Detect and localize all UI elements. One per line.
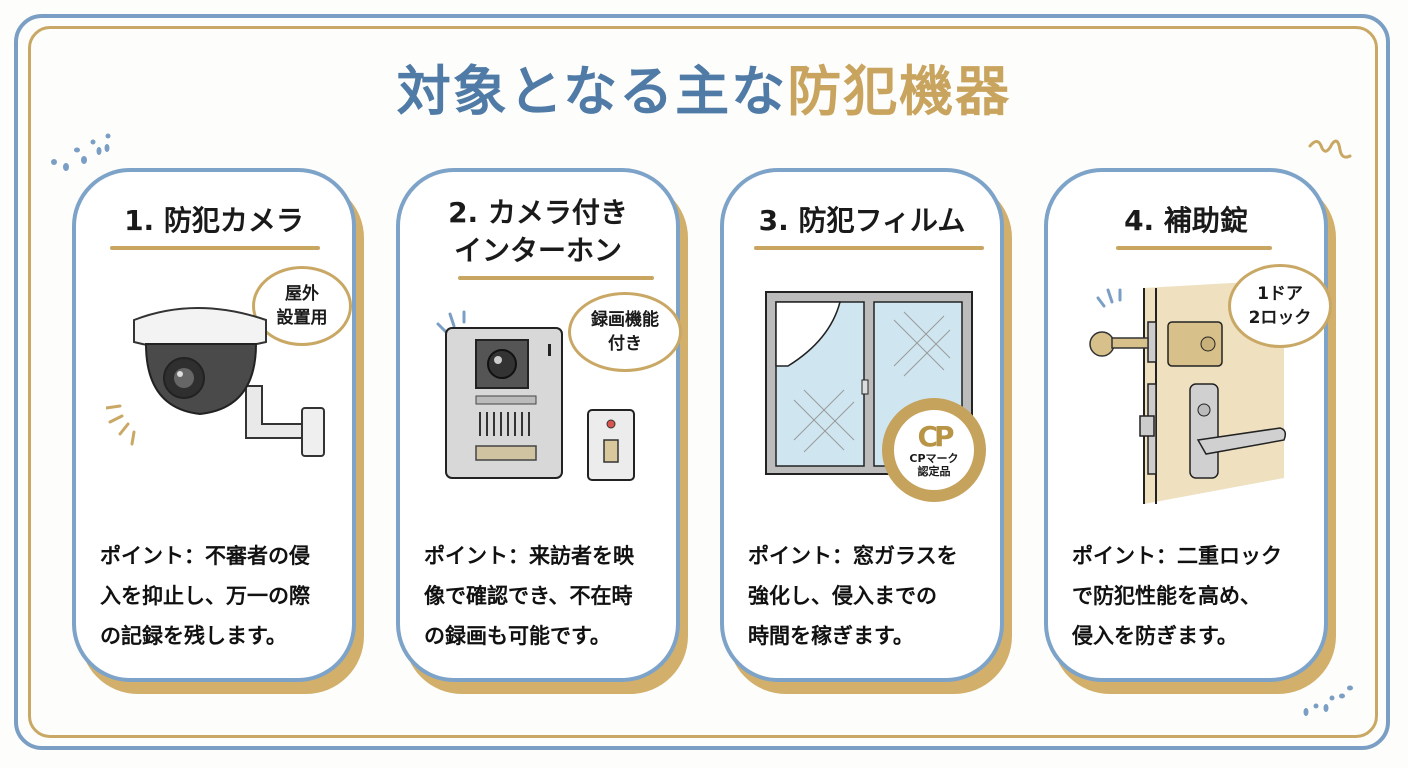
- point-line: で防犯性能を高め、: [1072, 584, 1261, 608]
- card-security-camera: 1. 防犯カメラ 屋外設置用 ポイント：不審者の侵 入を抑止し、万一の際 の記録…: [72, 168, 356, 682]
- title-underline: [110, 246, 320, 250]
- sparkle-decoration-icon: [51, 133, 111, 171]
- card-video-intercom: 2. カメラ付き インターホン 録画機能付き ポイント：来訪者を映 像で確認でき…: [396, 168, 682, 682]
- point-text: ポイント：来訪者を映 像で確認でき、不在時 の録画も可能です。: [424, 536, 664, 656]
- sparkle-decoration-icon: [1303, 685, 1353, 716]
- point-line: ポイント：二重ロック: [1072, 544, 1282, 568]
- point-line: 時間を稼ぎます。: [748, 624, 914, 648]
- title-part-blue: 対象となる主な: [396, 60, 788, 123]
- card-title: 3. 防犯フィルム: [758, 204, 966, 237]
- point-line: ポイント：不審者の侵: [100, 544, 310, 568]
- point-line: の記録を残します。: [100, 624, 287, 648]
- point-line: 強化し、侵入までの: [748, 584, 937, 608]
- point-line: ポイント：窓ガラスを: [748, 544, 958, 568]
- bubble-line: 1ドア: [1257, 284, 1303, 304]
- bubble-line: 屋外: [285, 284, 319, 304]
- point-line: ポイント：来訪者を映: [424, 544, 634, 568]
- point-line: 侵入を防ぎます。: [1072, 624, 1238, 648]
- point-text: ポイント：二重ロック で防犯性能を高め、 侵入を防ぎます。: [1072, 536, 1312, 656]
- card-title-line: 2. カメラ付き: [448, 196, 628, 229]
- point-text: ポイント：不審者の侵 入を抑止し、万一の際 の記録を残します。: [100, 536, 340, 656]
- card-title: 4. 補助錠: [1124, 204, 1248, 237]
- speech-bubble: 屋外設置用: [252, 266, 352, 346]
- page-title: 対象となる主な防犯機器: [0, 58, 1408, 126]
- title-underline: [754, 246, 984, 250]
- outer-frame: [14, 14, 1390, 750]
- bubble-line: 2ロック: [1248, 308, 1312, 328]
- speech-bubble: 1ドア 2ロック: [1228, 264, 1332, 348]
- card-title: 2. カメラ付き インターホン: [400, 194, 676, 270]
- badge-text: 認定品: [917, 465, 951, 478]
- bubble-line: 録画機能: [591, 310, 659, 330]
- point-text: ポイント：窓ガラスを 強化し、侵入までの 時間を稼ぎます。: [748, 536, 988, 656]
- card-title-line: インターホン: [453, 234, 622, 267]
- card-auxiliary-lock: 4. 補助錠 1ドア 2ロック ポイント：二重ロック で防犯性能を高め、 侵入を防…: [1044, 168, 1332, 682]
- point-line: の録画も可能です。: [424, 624, 611, 648]
- title-part-gold: 防犯機器: [787, 60, 1012, 123]
- point-line: 入を抑止し、万一の際: [100, 584, 310, 608]
- card-title: 1. 防犯カメラ: [124, 204, 304, 237]
- bubble-line: 設置用: [276, 308, 328, 328]
- cp-logo-icon: CP: [917, 420, 954, 453]
- title-underline: [1116, 246, 1272, 250]
- badge-text: CPマーク: [909, 452, 959, 465]
- squiggle-decoration-icon: [1308, 139, 1352, 159]
- bubble-line: 付き: [608, 334, 642, 354]
- card-security-film: 3. 防犯フィルム CP CPマーク 認定品 ポイント：窓ガラスを 強化し、侵入…: [720, 168, 1004, 682]
- title-underline: [458, 276, 654, 280]
- cp-mark-badge: CP CPマーク 認定品: [882, 398, 986, 502]
- dome-security-camera-icon: [106, 307, 325, 457]
- point-line: 像で確認でき、不在時: [424, 584, 633, 608]
- inner-frame: [28, 26, 1378, 738]
- video-intercom-icon: [436, 310, 635, 481]
- speech-bubble: 録画機能付き: [568, 292, 682, 372]
